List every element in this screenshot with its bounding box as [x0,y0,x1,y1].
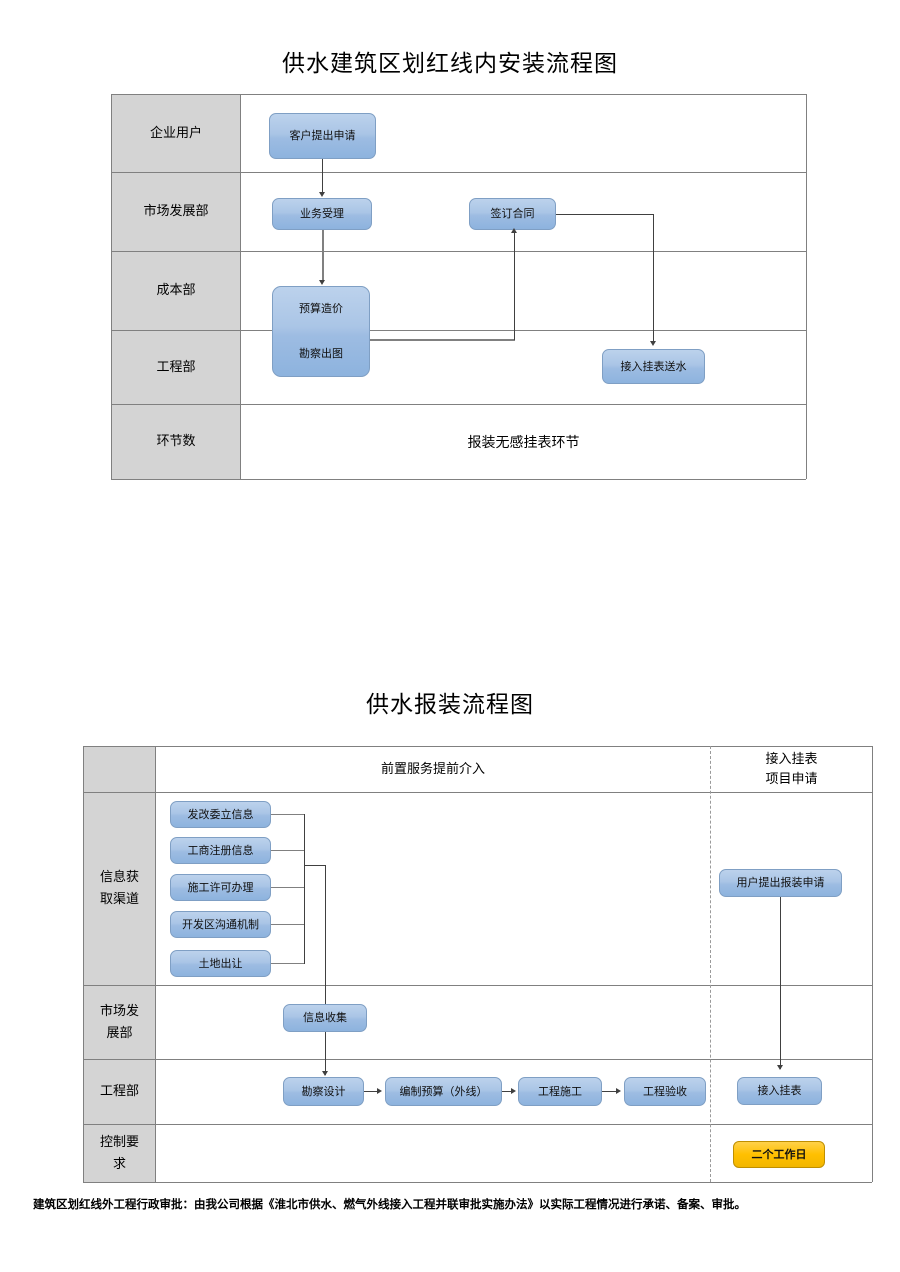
diagram2-title: 供水报装流程图 [366,692,534,718]
d2-conn-ch2 [271,850,304,851]
document-footnote: 建筑区划红线外工程行政审批：由我公司根据《淮北市供水、燃气外线接入工程并联审批实… [33,1197,746,1211]
d1-row-label-enterprise-user: 企业用户 [112,95,240,172]
d1-conn-down-to-connect [653,214,654,342]
d2-box-connect-meter[interactable]: 接入挂表 [737,1077,822,1105]
d2-box-business-registration-info[interactable]: 工商注册信息 [170,837,271,864]
d2-row-line-1 [83,985,872,986]
d1-col-line [240,94,241,479]
d1-arrow-apply-to-accept [319,192,325,197]
d2-conn-ch5 [271,963,304,964]
d2-border-left [83,746,84,1182]
d1-box-connect-meter-supply[interactable]: 接入挂表送水 [602,349,705,384]
d2-conn-ch3 [271,887,304,888]
d1-conn-apply-to-accept [322,159,323,193]
d2-conn-application-to-connect [780,897,781,1069]
d1-conn-contract-right [556,214,654,215]
d2-box-acceptance-inspection[interactable]: 工程验收 [624,1077,706,1106]
d2-box-development-zone-channel[interactable]: 开发区沟通机制 [170,911,271,938]
d1-box-budget-cost-label: 预算造价 [299,302,343,316]
d2-border-right [872,746,873,1182]
d2-conn-budget-to-construction [502,1091,512,1092]
d2-row-label-engineering-dept: 工程部 [84,1060,155,1124]
d1-box-sign-contract[interactable]: 签订合同 [469,198,556,230]
d1-border-left [111,94,112,479]
d2-row-label-market-dev-dept-text: 市场发 展部 [99,1003,139,1041]
d1-border-bottom [111,479,806,480]
d1-box-business-acceptance[interactable]: 业务受理 [272,198,372,230]
d2-box-survey-design[interactable]: 勘察设计 [283,1077,364,1106]
d2-border-bottom [83,1182,872,1183]
d2-row-label-control-requirement-text: 控制要 求 [99,1134,139,1172]
d2-col-divider-dashed [710,746,711,1182]
d1-row-label-engineering-dept: 工程部 [112,331,240,404]
d2-arrow-info-to-survey [322,1071,328,1076]
d2-row-line-3 [83,1124,872,1125]
d2-header-line [83,792,872,793]
d1-box-survey-drawing-label: 勘察出图 [299,346,343,360]
d1-box-budget-and-survey[interactable]: 预算造价 勘察出图 [272,286,370,377]
d2-conn-to-info-collection [325,865,326,1009]
d1-arrow-accept-to-budget [319,280,325,285]
d2-conn-info-to-survey [325,1032,326,1075]
d2-conn-bracket-vertical [304,814,305,964]
d1-summary-text: 报装无感挂表环节 [467,435,580,451]
d1-row-label-cost-dept: 成本部 [112,252,240,330]
d2-arrow-survey-to-budget [377,1088,382,1094]
d2-conn-survey-to-budget [364,1091,378,1092]
d1-border-top [111,94,806,95]
d1-conn-up-to-contract [514,231,515,340]
d2-row-label-control-requirement: 控制要 求 [84,1125,155,1182]
d1-conn-survey-right [370,339,515,341]
d2-box-land-transfer[interactable]: 土地出让 [170,950,271,977]
d2-conn-bracket-out [304,865,326,866]
d1-conn-accept-to-budget [322,230,324,281]
d2-arrow-application-to-connect [777,1065,783,1070]
d1-arrow-to-connect [650,341,656,346]
d1-row-label-market-dev-dept: 市场发展部 [112,173,240,251]
d2-row-line-2 [83,1059,872,1060]
d2-box-user-submits-application[interactable]: 用户提出报装申请 [719,869,842,897]
d2-conn-ch4 [271,924,304,925]
d2-box-ndrc-filing-info[interactable]: 发改委立信息 [170,801,271,828]
d2-conn-ch1 [271,814,304,815]
diagram1-title: 供水建筑区划红线内安装流程图 [282,51,618,77]
d2-box-two-working-days[interactable]: 二个工作日 [733,1141,825,1168]
d2-box-construction[interactable]: 工程施工 [518,1077,602,1106]
d2-header-corner [84,747,155,792]
d2-header-center: 前置服务提前介入 [380,761,485,777]
d1-box-customer-application[interactable]: 客户提出申请 [269,113,376,159]
d1-row-label-step-count: 环节数 [112,405,240,479]
d2-row-label-market-dev-dept: 市场发 展部 [84,986,155,1059]
d2-box-prepare-budget-external[interactable]: 编制预算（外线） [385,1077,502,1106]
d2-row-label-engineering-dept-text: 工程部 [99,1084,139,1099]
d2-col-line-1 [155,746,156,1182]
d2-arrow-budget-to-construction [511,1088,516,1094]
d2-box-construction-permit[interactable]: 施工许可办理 [170,874,271,901]
d1-border-right [806,94,807,479]
d2-arrow-construction-to-acceptance [616,1088,621,1094]
d1-arrow-to-contract [511,228,517,233]
d1-row-line-1 [111,172,806,173]
d2-row-label-info-channels: 信息获 取渠道 [84,793,155,985]
d2-header-right: 接入挂表 项目申请 [765,751,818,787]
d1-row-line-2 [111,251,806,252]
d1-row-line-4 [111,404,806,405]
d2-border-top [83,746,872,747]
d1-row-line-3 [111,330,806,331]
d2-box-info-collection[interactable]: 信息收集 [283,1004,367,1032]
d2-row-label-info-channels-text: 信息获 取渠道 [99,870,139,907]
d2-conn-construction-to-acceptance [602,1091,617,1092]
